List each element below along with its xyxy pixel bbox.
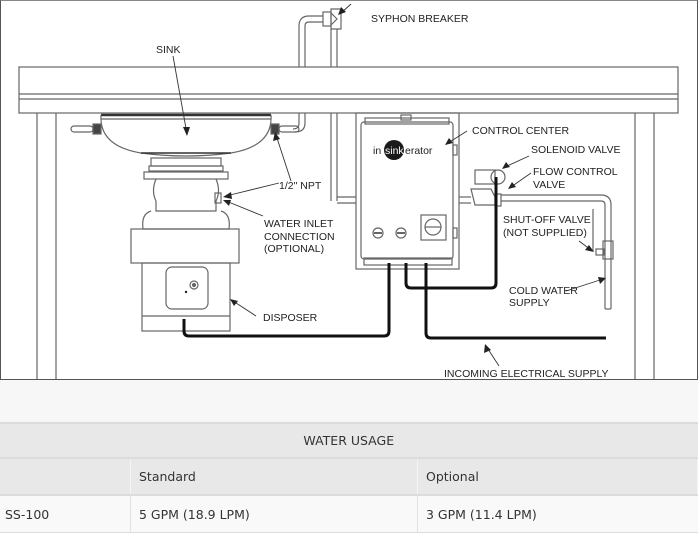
water-usage-table: WATER USAGE Standard Optional SS-100 5 G…: [0, 422, 698, 533]
label-shutoff-valve-1: SHUT-OFF VALVE: [503, 214, 591, 226]
svg-text:erator: erator: [405, 145, 433, 157]
label-disposer: DISPOSER: [263, 312, 318, 324]
label-flow-control-1: FLOW CONTROL: [533, 166, 618, 178]
label-water-inlet-1: WATER INLET: [264, 218, 334, 230]
insinkerator-logo: in sink erator: [373, 140, 433, 160]
electrical-cables: [182, 177, 606, 340]
syphon-breaker-pipe: [298, 8, 342, 67]
table-title: WATER USAGE: [0, 422, 698, 459]
label-syphon-breaker: SYPHON BREAKER: [371, 13, 469, 25]
label-half-inch-npt: 1/2" NPT: [279, 180, 322, 192]
control-center-box: [355, 112, 460, 270]
column-header-model: [0, 458, 131, 496]
sink-bowl: [70, 113, 306, 157]
label-shutoff-valve-2: (NOT SUPPLIED): [503, 227, 587, 239]
disposer-unit: [130, 157, 240, 332]
svg-text:in: in: [373, 145, 381, 157]
cell-optional: 3 GPM (11.4 LPM): [417, 495, 698, 533]
label-cold-water-1: COLD WATER: [509, 285, 578, 297]
countertop: [18, 66, 679, 114]
label-incoming-electrical: INCOMING ELECTRICAL SUPPLY: [444, 368, 609, 379]
column-header-optional: Optional: [417, 458, 698, 496]
column-header-standard: Standard: [130, 458, 418, 496]
label-water-inlet-2: CONNECTION: [264, 231, 335, 243]
cell-model: SS-100: [0, 495, 131, 533]
label-solenoid-valve: SOLENOID VALVE: [531, 144, 620, 156]
water-pipe: [337, 169, 614, 310]
label-cold-water-2: SUPPLY: [509, 297, 550, 309]
leader-arrows: [172, 3, 604, 367]
table-row: SS-100 5 GPM (18.9 LPM) 3 GPM (11.4 LPM): [0, 495, 698, 533]
installation-diagram: in sink erator SYPHON BREAKER SINK CONTR…: [0, 0, 698, 380]
label-flow-control-2: VALVE: [533, 179, 565, 191]
water-usage-table-wrapper: WATER USAGE Standard Optional SS-100 5 G…: [0, 422, 698, 533]
svg-text:sink: sink: [385, 145, 404, 157]
label-water-inlet-3: (OPTIONAL): [264, 243, 324, 255]
cell-standard: 5 GPM (18.9 LPM): [130, 495, 418, 533]
label-control-center: CONTROL CENTER: [472, 125, 569, 137]
label-sink: SINK: [156, 44, 181, 56]
